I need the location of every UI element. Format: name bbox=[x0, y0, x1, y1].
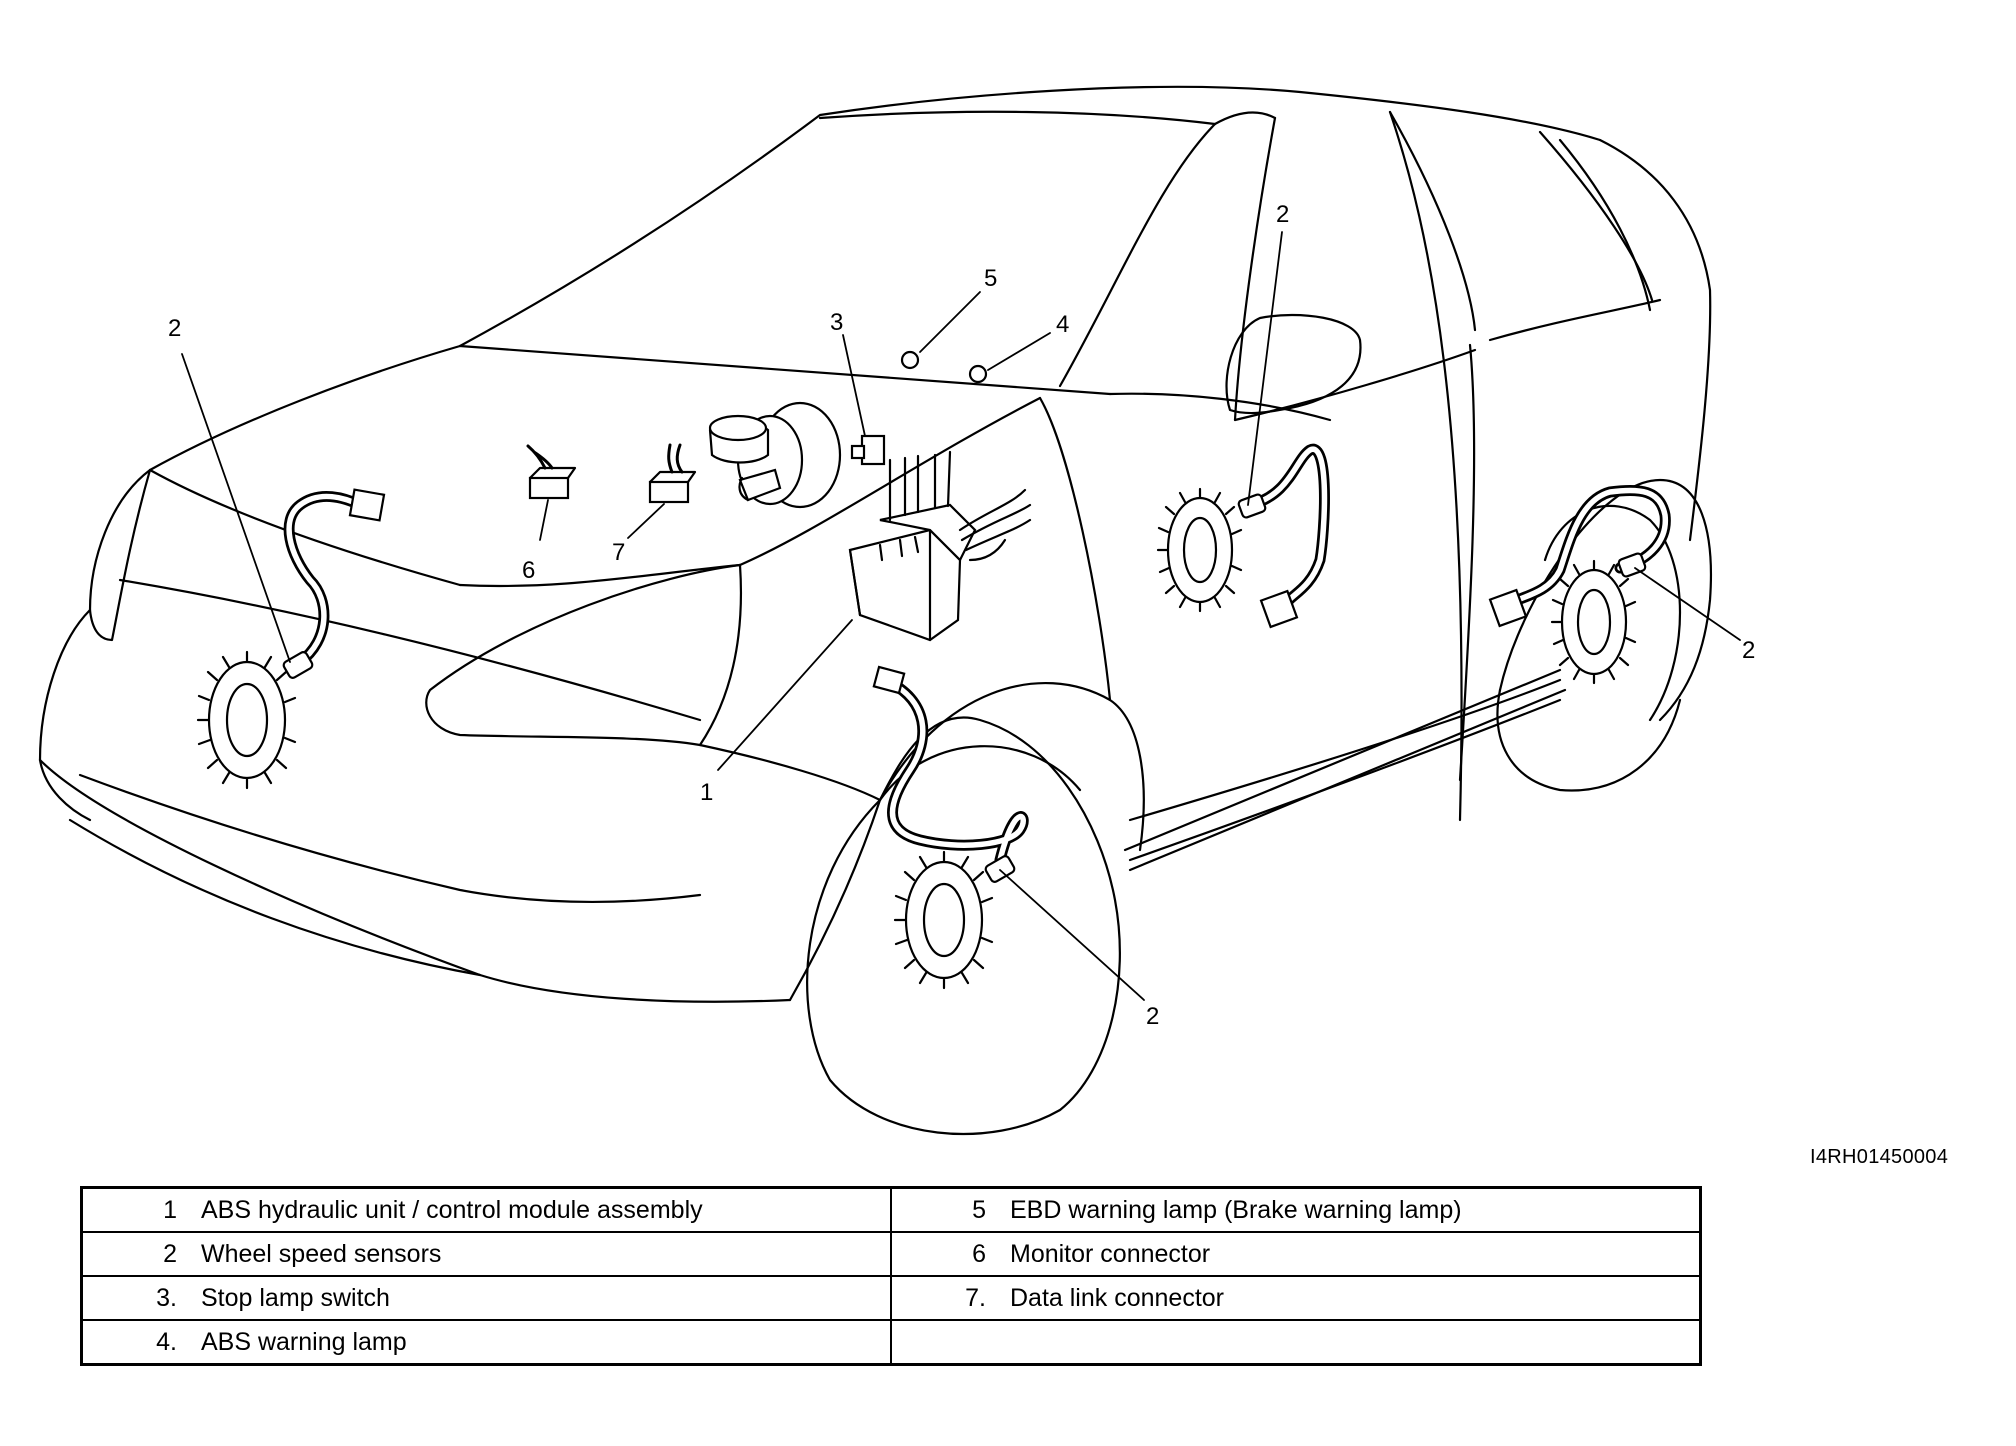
legend-number: 7. bbox=[965, 1283, 986, 1312]
ebd-warning-lamp bbox=[900, 350, 920, 370]
stop-lamp-switch bbox=[850, 434, 886, 466]
callout-monitor-connector: 6 bbox=[522, 557, 535, 584]
legend-number: 3. bbox=[156, 1283, 177, 1312]
callout-stop-lamp-switch: 3 bbox=[830, 309, 843, 336]
legend-text: Data link connector bbox=[1010, 1283, 1225, 1312]
callout-wheel-sensor-front-left: 2 bbox=[168, 315, 181, 342]
rear-right-tire bbox=[1496, 504, 1682, 792]
leader-lines bbox=[181, 231, 1741, 1001]
monitor-connector bbox=[526, 444, 577, 500]
legend-text: Stop lamp switch bbox=[201, 1283, 390, 1312]
brake-line bbox=[1123, 668, 1567, 872]
legend-number: 2 bbox=[163, 1239, 177, 1268]
legend-cell: 3. Stop lamp switch bbox=[80, 1275, 892, 1321]
data-link-connector bbox=[648, 443, 697, 504]
legend-cell: 5 EBD warning lamp (Brake warning lamp) bbox=[890, 1186, 1702, 1233]
callout-abs-warning-lamp: 4 bbox=[1056, 311, 1069, 338]
callout-ebd-warning-lamp: 5 bbox=[984, 265, 997, 292]
legend-row: 2 Wheel speed sensors 6 Monitor connector bbox=[80, 1231, 1702, 1277]
legend-text: Monitor connector bbox=[1010, 1239, 1211, 1268]
sensor-harness-front-left bbox=[282, 488, 386, 679]
legend-cell: 1 ABS hydraulic unit / control module ass… bbox=[80, 1186, 892, 1233]
tone-wheel-front-left bbox=[196, 650, 297, 790]
legend-number: 4. bbox=[156, 1327, 177, 1356]
tone-wheel-rear-right bbox=[1550, 559, 1637, 685]
brake-booster bbox=[708, 401, 842, 509]
tone-wheel-front-right bbox=[893, 850, 994, 990]
sensor-harness-rear-left bbox=[1237, 443, 1330, 629]
sensor-harness-rear-right bbox=[1488, 484, 1671, 628]
legend-cell bbox=[890, 1319, 1702, 1366]
callout-wheel-sensor-rear-right: 2 bbox=[1742, 637, 1755, 664]
callout-data-link-connector: 7 bbox=[612, 539, 625, 566]
legend-number: 1 bbox=[163, 1195, 177, 1224]
legend-row: 4. ABS warning lamp bbox=[80, 1319, 1702, 1366]
car-body-outline bbox=[38, 85, 1712, 1003]
legend-number: 5 bbox=[972, 1195, 986, 1224]
legend-text: ABS warning lamp bbox=[201, 1327, 407, 1356]
legend-text: EBD warning lamp (Brake warning lamp) bbox=[1010, 1195, 1462, 1224]
legend-text: Wheel speed sensors bbox=[201, 1239, 442, 1268]
callout-wheel-sensor-front-right: 2 bbox=[1146, 1003, 1159, 1030]
legend-table: 1 ABS hydraulic unit / control module ass… bbox=[80, 1186, 1702, 1366]
legend-cell: 6 Monitor connector bbox=[890, 1231, 1702, 1277]
legend-cell: 2 Wheel speed sensors bbox=[80, 1231, 892, 1277]
abs-warning-lamp bbox=[968, 364, 988, 384]
sensor-harness-front-right bbox=[872, 665, 1029, 883]
abs-hydraulic-unit bbox=[848, 450, 1032, 642]
legend-cell: 4. ABS warning lamp bbox=[80, 1319, 892, 1366]
legend-row: 3. Stop lamp switch 7. Data link connector bbox=[80, 1275, 1702, 1321]
callout-abs-hydraulic-unit: 1 bbox=[700, 779, 713, 806]
tone-wheel-rear-left bbox=[1156, 487, 1243, 613]
legend-text: ABS hydraulic unit / control module asse… bbox=[201, 1195, 703, 1224]
legend-number: 6 bbox=[972, 1239, 986, 1268]
callout-wheel-sensor-rear-left: 2 bbox=[1276, 201, 1289, 228]
legend-row: 1 ABS hydraulic unit / control module ass… bbox=[80, 1186, 1702, 1233]
legend-cell: 7. Data link connector bbox=[890, 1275, 1702, 1321]
figure-id: I4RH01450004 bbox=[1810, 1146, 1949, 1168]
